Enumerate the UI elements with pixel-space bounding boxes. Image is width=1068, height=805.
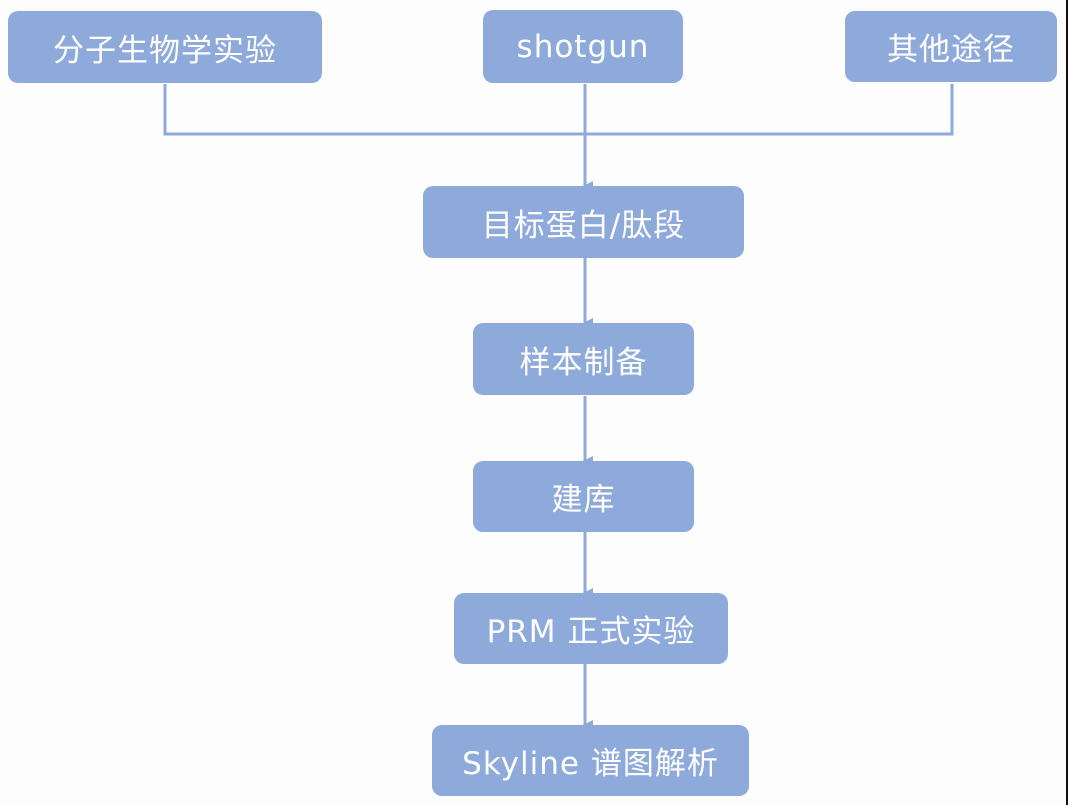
node-label: Skyline 谱图解析 xyxy=(462,746,719,782)
node-label: 建库 xyxy=(551,482,616,518)
connector-other-to-bus xyxy=(585,84,954,136)
node-label: shotgun xyxy=(516,28,650,65)
node-other-approaches: 其他途径 xyxy=(845,11,1057,82)
node-library-construction: 建库 xyxy=(473,461,694,532)
image-border xyxy=(1066,0,1068,805)
node-shotgun: shotgun xyxy=(483,10,683,83)
node-label: PRM 正式实验 xyxy=(486,614,696,650)
connector-mol-bio-to-bus xyxy=(163,84,585,136)
node-prm-experiment: PRM 正式实验 xyxy=(454,593,728,664)
node-molecular-biology-experiment: 分子生物学实验 xyxy=(8,11,322,83)
node-target-protein-peptide: 目标蛋白/肽段 xyxy=(423,186,744,258)
node-skyline-spectrum-analysis: Skyline 谱图解析 xyxy=(432,725,749,796)
node-label: 其他途径 xyxy=(887,32,1015,68)
node-label: 分子生物学实验 xyxy=(53,32,277,69)
node-sample-preparation: 样本制备 xyxy=(473,323,694,395)
node-label: 样本制备 xyxy=(519,344,648,381)
node-label: 目标蛋白/肽段 xyxy=(481,207,686,244)
